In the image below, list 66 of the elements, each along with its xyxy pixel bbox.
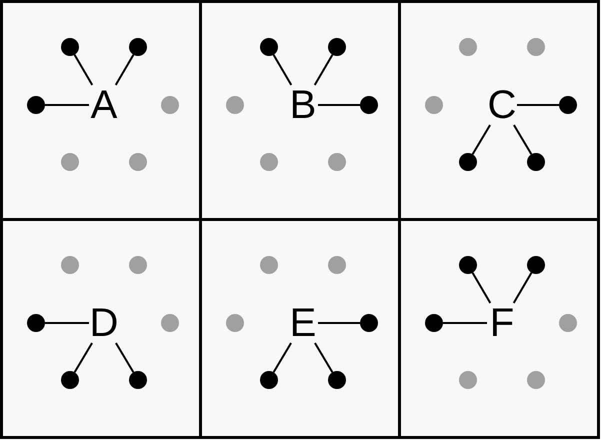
letter-label: E: [288, 303, 318, 343]
dot: [260, 256, 278, 274]
dot: [161, 96, 179, 114]
dot: [328, 256, 346, 274]
connector-line: [272, 342, 292, 373]
dot: [328, 38, 346, 56]
panel: [0, 0, 202, 221]
dot: [260, 371, 278, 389]
dot: [559, 96, 577, 114]
dot: [27, 314, 45, 332]
dot: [61, 371, 79, 389]
dot: [559, 314, 577, 332]
dot: [328, 371, 346, 389]
dot: [360, 96, 378, 114]
connector-line: [513, 124, 532, 155]
dot: [328, 153, 346, 171]
connector-line: [314, 342, 334, 373]
connector-line: [74, 342, 93, 373]
dot: [527, 153, 545, 171]
dot: [161, 314, 179, 332]
dot: [360, 314, 378, 332]
dot: [425, 314, 443, 332]
panel: [0, 218, 202, 439]
connector-line: [74, 54, 94, 86]
connector-line: [45, 322, 89, 324]
dot: [459, 153, 477, 171]
connector-line: [472, 272, 492, 304]
dot: [527, 256, 545, 274]
connector-line: [517, 104, 559, 106]
dot: [459, 256, 477, 274]
dot: [27, 96, 45, 114]
panel: [199, 0, 401, 221]
connector-line: [512, 272, 532, 304]
connector-line: [45, 104, 89, 106]
dot: [527, 371, 545, 389]
dot: [129, 371, 147, 389]
dot: [129, 256, 147, 274]
dot: [260, 153, 278, 171]
connector-line: [318, 322, 360, 324]
letter-label: C: [487, 85, 517, 125]
panel: [398, 218, 600, 439]
connector-line: [318, 104, 360, 106]
dot: [61, 256, 79, 274]
dot: [129, 38, 147, 56]
connector-line: [472, 124, 491, 155]
dot: [226, 314, 244, 332]
connector-line: [114, 54, 134, 86]
dot: [129, 153, 147, 171]
dot: [425, 96, 443, 114]
dot: [459, 38, 477, 56]
letter-label: F: [487, 303, 517, 343]
letter-label: A: [89, 85, 119, 125]
panel: [199, 218, 401, 439]
letter-label: B: [288, 85, 318, 125]
connector-line: [443, 322, 487, 324]
connector-line: [115, 342, 134, 373]
panel: [398, 0, 600, 221]
dot: [61, 38, 79, 56]
dot: [459, 371, 477, 389]
dot: [260, 38, 278, 56]
dot: [226, 96, 244, 114]
letter-label: D: [89, 303, 119, 343]
connector-line: [314, 54, 334, 86]
connector-line: [272, 54, 292, 86]
dot: [527, 38, 545, 56]
dot: [61, 153, 79, 171]
